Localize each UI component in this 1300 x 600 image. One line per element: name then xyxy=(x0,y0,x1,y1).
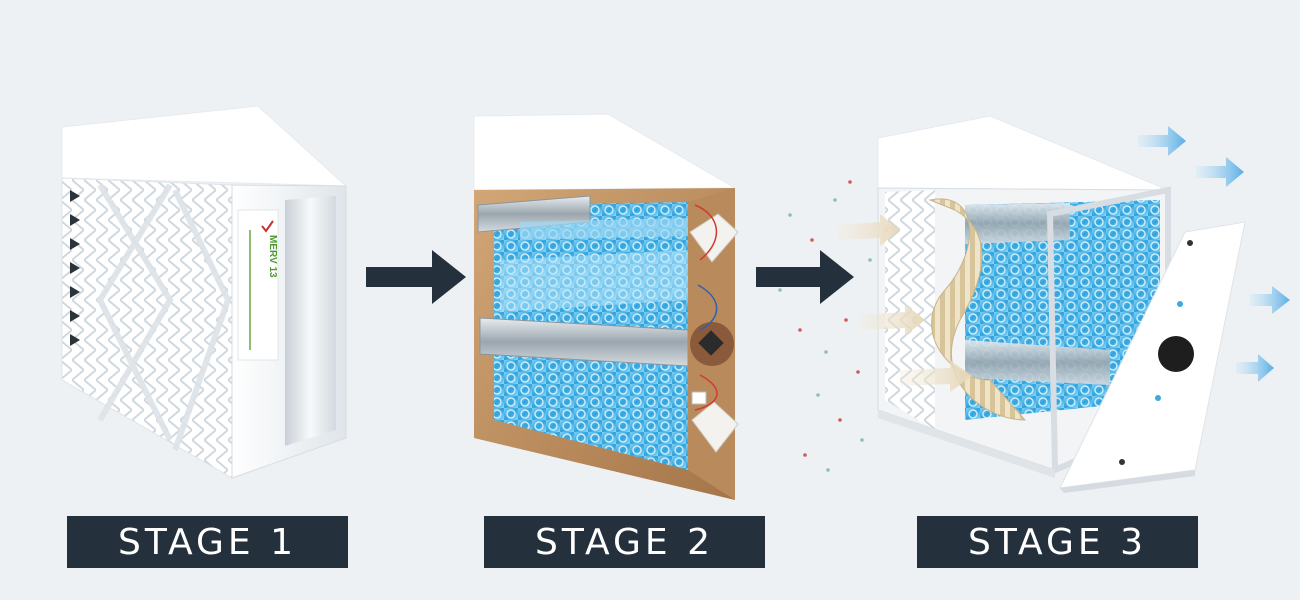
right-arrow-icon xyxy=(366,250,466,304)
airflow-arrow-icon xyxy=(1138,126,1290,382)
stage-1-filter: MERV 13 xyxy=(61,105,348,479)
filter-rating-label: MERV 13 xyxy=(267,235,278,278)
right-arrow-icon xyxy=(756,250,854,304)
stage-1-label: STAGE 1 xyxy=(67,516,348,568)
stage-2-label: STAGE 2 xyxy=(484,516,765,568)
stage-2-cell xyxy=(473,113,739,500)
particle-cloud xyxy=(778,180,872,472)
electrode-plates xyxy=(689,204,739,453)
collector-tubes xyxy=(477,195,689,367)
stage-3-unit xyxy=(838,115,1246,493)
airflow-arrow-icon xyxy=(838,214,972,392)
stage-3-label: STAGE 3 xyxy=(917,516,1198,568)
